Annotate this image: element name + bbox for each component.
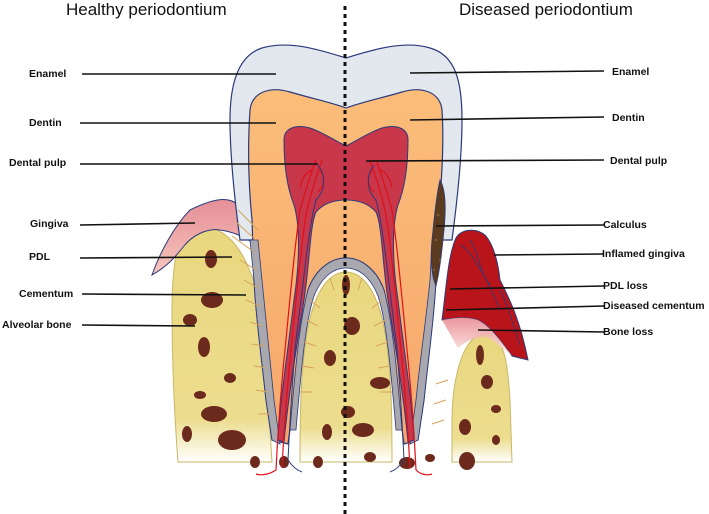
bone-marrow-spaces — [182, 250, 501, 470]
pdl-fibers — [231, 209, 449, 425]
label-gingiva: Gingiva — [30, 218, 69, 230]
label-inflamed-gingiva: Inflamed gingiva — [602, 248, 685, 260]
cementum-right — [409, 239, 439, 445]
label-pdl-loss: PDL loss — [603, 280, 648, 292]
label-pdl: PDL — [29, 251, 50, 263]
label-alveolar-bone: Alveolar bone — [2, 319, 72, 331]
label-cementum: Cementum — [19, 288, 74, 300]
label-enamel-left: Enamel — [29, 68, 67, 80]
label-bone-loss: Bone loss — [603, 326, 654, 338]
title-healthy: Healthy periodontium — [66, 0, 227, 19]
cementum-left — [249, 239, 281, 445]
calculus — [430, 178, 446, 288]
cementum-interradicular — [289, 257, 403, 431]
label-calculus: Calculus — [603, 219, 647, 231]
label-diseased-cementum: Diseased cementum — [603, 300, 705, 312]
label-enamel-right: Enamel — [612, 66, 650, 78]
gum-fade-right — [442, 317, 512, 356]
title-diseased: Diseased periodontium — [459, 0, 633, 19]
label-dentin-right: Dentin — [612, 112, 645, 124]
leader-lines-right — [365, 70, 605, 333]
dental-pulp — [277, 126, 415, 443]
label-dentin-left: Dentin — [29, 117, 62, 129]
label-dental-pulp-right: Dental pulp — [610, 155, 668, 167]
leader-lines-left — [79, 73, 318, 327]
label-dental-pulp-left: Dental pulp — [9, 157, 67, 169]
blood-vessels — [255, 159, 433, 476]
